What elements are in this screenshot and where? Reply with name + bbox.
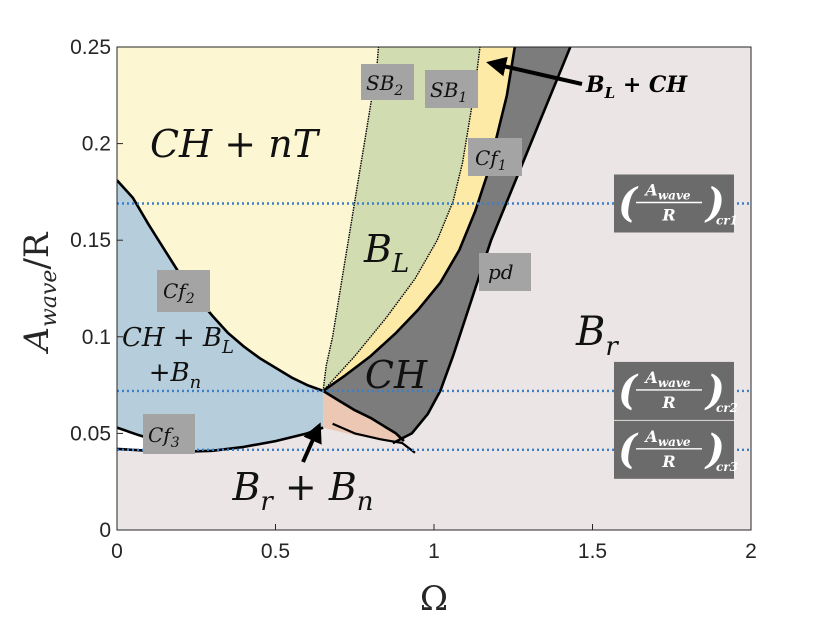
boundary-cf2	[117, 179, 324, 393]
svg-text:R: R	[661, 452, 675, 471]
tag-sb1: SB1	[425, 70, 478, 108]
y-tick-label: 0	[99, 519, 111, 542]
svg-text:): )	[704, 179, 725, 226]
y-tick-label: 0.05	[70, 422, 111, 445]
svg-text:(: (	[618, 179, 639, 226]
label-ch: CH	[365, 353, 428, 397]
boundary-sb1	[322, 47, 481, 392]
svg-text:Awave: Awave	[643, 427, 691, 449]
label-br-bn: Br + Bn	[231, 465, 373, 517]
svg-text:Cf1: Cf1	[475, 146, 507, 174]
tag-cf2: Cf2	[157, 270, 210, 312]
y-tick-label: 0.25	[70, 36, 111, 59]
x-tick-label: 0	[111, 540, 123, 563]
axis-ticks: 0 0.5 1 1.5 2 0 0.05 0.1 0.15 0.2 0.25	[70, 36, 757, 563]
label-ch-bl: CH + BL	[122, 323, 234, 358]
region-ch-bl-bn	[117, 180, 324, 452]
boundary-inner	[332, 422, 416, 454]
x-tick-label: 1.5	[578, 540, 607, 563]
svg-text:Cf2: Cf2	[163, 279, 195, 307]
svg-text:R: R	[661, 205, 675, 224]
tag-cf3: Cf3	[143, 414, 195, 454]
x-tick-label: 1	[428, 540, 440, 563]
boundary-ch-left	[322, 47, 517, 392]
svg-text:cr1: cr1	[716, 213, 738, 227]
svg-text:): )	[704, 426, 725, 473]
y-tick-label: 0.2	[82, 133, 111, 156]
tag-cf1: Cf1	[468, 138, 522, 176]
x-tick-label: 0.5	[261, 540, 290, 563]
svg-text:cr3: cr3	[716, 460, 738, 474]
boundary-br-bn-upper	[322, 389, 405, 443]
region-bl	[323, 47, 480, 391]
x-tick-label: 2	[745, 540, 757, 563]
label-br: Br	[575, 309, 619, 362]
critical-lines	[117, 202, 751, 452]
svg-text:(: (	[618, 426, 639, 473]
svg-text:SB1: SB1	[430, 78, 467, 106]
svg-text:Cf3: Cf3	[148, 423, 180, 451]
svg-text:Awave: Awave	[643, 180, 691, 202]
y-axis-label: Awave/R	[17, 231, 62, 354]
x-axis-label: Ω	[420, 579, 448, 619]
svg-text:(: (	[618, 367, 639, 414]
svg-text:R: R	[661, 393, 675, 412]
region-ch-nt	[117, 47, 379, 391]
y-tick-label: 0.1	[82, 326, 111, 349]
label-bl-ch: BL + CH	[585, 72, 688, 102]
tag-sb2: SB2	[361, 64, 414, 100]
svg-text:Awave: Awave	[643, 368, 691, 390]
svg-text:SB2: SB2	[366, 71, 403, 99]
boundary-pd	[392, 47, 572, 445]
region-white-sliver	[117, 427, 213, 452]
arrow-br-bn	[301, 422, 322, 463]
label-bl: BL	[363, 227, 409, 279]
y-tick-label: 0.15	[70, 229, 111, 252]
svg-text:pd: pd	[488, 260, 514, 284]
arrow-bl-ch	[486, 56, 583, 86]
region-bl-ch	[323, 47, 515, 391]
svg-text:): )	[704, 367, 725, 414]
label-bn: +Bn	[149, 358, 202, 393]
svg-text:cr2: cr2	[716, 401, 738, 415]
label-ch-nt: CH + nT	[150, 122, 321, 166]
tag-pd: pd	[479, 253, 531, 291]
